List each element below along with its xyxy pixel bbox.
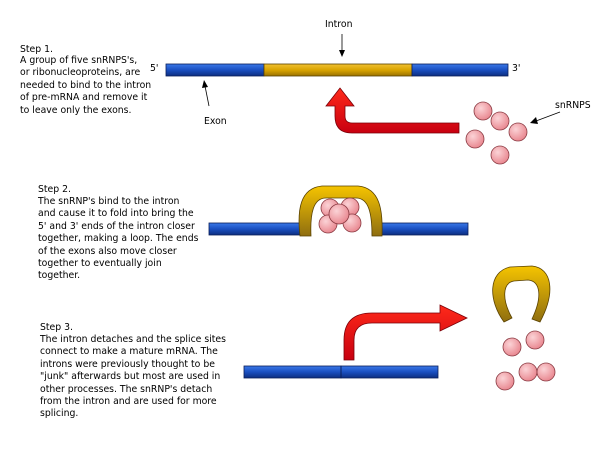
five-prime-label: 5'	[150, 63, 159, 74]
step2-snrnp-cluster	[318, 197, 362, 234]
step3-snrnp-group	[495, 330, 556, 391]
step3-description: The intron detaches and the splice sites…	[40, 334, 226, 421]
step2-intron-loop	[298, 185, 383, 237]
step2-description: The snRNP's bind to the intron and cause…	[38, 196, 198, 283]
snrnp-ball	[490, 145, 510, 165]
step2-exon-right	[371, 222, 469, 236]
step3-exon-left	[243, 365, 342, 379]
intron-label: Intron	[325, 19, 353, 30]
step2-strand	[208, 222, 469, 236]
step2-title: Step 2.	[38, 184, 71, 195]
step2-line: The snRNP's bind to the intron	[38, 196, 180, 207]
step3-detached-intron	[492, 265, 551, 323]
step3-exon-right	[340, 365, 439, 379]
snrnps-label: snRNPS	[555, 100, 591, 111]
intron-pointer-arrow	[339, 34, 345, 57]
step1-line: to leave only the exons.	[20, 104, 132, 116]
step1-description: A group of five snRNPS's, or ribonucleop…	[20, 55, 151, 117]
step3-title: Step 3.	[40, 322, 73, 333]
step1-red-arrow	[325, 87, 460, 134]
step3-line: introns were previously thought to be	[40, 358, 215, 370]
step2-line: 5' and 3' ends of the intron closer	[38, 220, 195, 232]
step3-line: connect to make a mature mRNA. The	[40, 346, 218, 358]
snrnp-ball	[328, 203, 350, 225]
snrnp-ball	[465, 129, 485, 149]
step3-mature-mrna	[243, 365, 439, 379]
step1-line: A group of five snRNPS's,	[20, 55, 138, 66]
step3-line: "junk" afterwards but most are used in	[40, 371, 221, 383]
snrnps-pointer-arrow	[530, 111, 561, 124]
step3-line: from the intron and are used for more	[40, 396, 217, 408]
snrnp-ball	[525, 330, 545, 350]
snrnp-ball	[502, 337, 522, 357]
step1-exon-left	[165, 63, 265, 77]
snrnp-ball	[495, 371, 515, 391]
step2-line: of the exons also move closer	[38, 245, 177, 257]
step3-line: splicing.	[40, 408, 79, 420]
step2-line: together, making a loop. The ends	[38, 233, 199, 245]
snrnp-ball	[518, 362, 538, 382]
step3-line: The intron detaches and the splice sites	[40, 334, 226, 345]
step1-line: needed to bind to the intron	[20, 79, 152, 91]
step3-line: other processes. The snRNP's detach	[40, 383, 213, 395]
exon-pointer-arrow	[202, 80, 210, 107]
exon-label: Exon	[204, 116, 227, 127]
step2-exon-left	[208, 222, 308, 236]
step1-line: or ribonucleoproteins, are	[20, 67, 141, 79]
step1-snrnp-group	[465, 101, 528, 165]
snrnp-ball	[490, 111, 510, 131]
step2-line: together.	[38, 270, 81, 282]
snrnp-ball	[508, 122, 528, 142]
step2-line: together to eventually join	[38, 258, 162, 270]
snrnp-ball	[473, 101, 493, 121]
step3-red-arrow	[343, 304, 468, 361]
step2-line: and cause it to fold into bring the	[38, 208, 194, 220]
snrnp-ball	[536, 362, 556, 382]
step1-title: Step 1.	[20, 44, 53, 55]
step1-intron	[263, 63, 413, 77]
step1-line: of pre-mRNA and remove it	[20, 92, 148, 104]
step1-exon-right	[411, 63, 509, 77]
step1-strand	[165, 63, 509, 77]
three-prime-label: 3'	[512, 63, 521, 74]
